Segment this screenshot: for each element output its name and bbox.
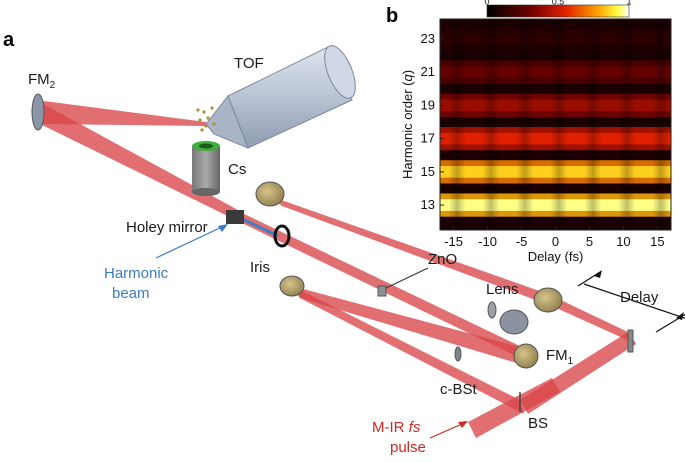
delay-modulation-stripe (516, 19, 534, 230)
delay-modulation-stripe (618, 19, 636, 230)
label-zno: ZnO (428, 251, 457, 268)
label-delay: Delay (620, 289, 659, 306)
steering-mirror-upper (255, 181, 285, 207)
label-cbst: c-BSt (440, 381, 478, 398)
harmonic-pointer-arrow (155, 225, 225, 259)
colorbar-tick-label: 1 (626, 0, 631, 7)
colorbar-tick-label: 0 (484, 0, 489, 7)
holey-to-fm2-beam (36, 100, 244, 224)
pulse-pointer-arrow (429, 423, 463, 439)
label-iris: Iris (250, 259, 270, 276)
x-tick-label: 10 (616, 234, 630, 249)
y-tick-label: 15 (421, 164, 435, 179)
label-bs: BS (528, 415, 548, 432)
steering-mirror-left (279, 275, 305, 297)
y-tick-label: 17 (421, 131, 435, 146)
label-harmonic-line2: beam (112, 285, 150, 302)
panel-label-a: a (3, 29, 15, 51)
delay-mirror-b (499, 309, 529, 335)
fm2-mirror (31, 93, 45, 131)
heatmap-x-axis-label: Delay (fs) (528, 249, 584, 264)
cbst-optic (454, 346, 462, 362)
zno-crystal (377, 285, 387, 297)
pulse-pointer-head (458, 421, 468, 428)
label-lens: Lens (486, 281, 519, 298)
label-pulse-line2: pulse (390, 439, 426, 456)
lens-arm-beam (270, 196, 552, 306)
cs-oven (192, 141, 220, 196)
label-holey-mirror: Holey mirror (126, 219, 208, 236)
heatmap-chart: -15 -10 -5 0 5 10 15 13 15 17 19 21 23 (421, 18, 672, 249)
mirror-to-fm1-beam (292, 286, 524, 364)
colorbar-gradient (486, 4, 630, 18)
holey-mirror (226, 210, 244, 224)
delay-modulation-stripe (584, 19, 602, 230)
label-harmonic-line1: Harmonic (104, 265, 169, 282)
delay-modulation-stripe (652, 19, 670, 230)
colorbar-tick-label: 0.5 (552, 0, 565, 7)
zno-pointer (385, 267, 429, 289)
delay-arrowhead-left (594, 270, 602, 278)
x-tick-label: 5 (586, 234, 593, 249)
tof-spectrometer (205, 45, 356, 149)
label-tof: TOF (234, 55, 264, 72)
return-beam (548, 294, 636, 344)
main-arm-beam (292, 286, 524, 414)
y-tick-label: 21 (421, 64, 435, 79)
lens-optic (487, 301, 497, 319)
delay-arrowhead-right (676, 312, 684, 320)
heatmap-y-axis-label: Harmonic order (q) (400, 70, 415, 179)
delay-modulation-stripe (482, 19, 500, 230)
x-tick-label: -10 (478, 234, 497, 249)
particle-plume (196, 106, 216, 132)
y-tick-label: 13 (421, 197, 435, 212)
harmonic-pointer-head (218, 224, 228, 232)
fm2-to-focus-beam (36, 100, 206, 126)
y-tick-label: 23 (421, 31, 435, 46)
x-tick-label: 15 (650, 234, 664, 249)
delay-modulation-stripe (448, 19, 466, 230)
iris (273, 224, 291, 248)
label-fm1: FM1 (546, 347, 574, 367)
delay-mirror-a (533, 287, 563, 313)
x-tick-label: -15 (444, 234, 463, 249)
label-fm2: FM2 (28, 71, 56, 91)
label-cs: Cs (228, 161, 246, 178)
y-tick-label: 19 (421, 97, 435, 112)
x-tick-label: 0 (552, 234, 559, 249)
fm1-mirror (513, 343, 539, 369)
x-tick-label: -5 (516, 234, 528, 249)
delay-end-mirror (627, 329, 634, 353)
label-pulse-line1: M-IR fs (372, 419, 421, 436)
delay-modulation-stripe (550, 19, 568, 230)
panel-label-b: b (386, 5, 398, 27)
delay-arm-beam (520, 332, 636, 414)
